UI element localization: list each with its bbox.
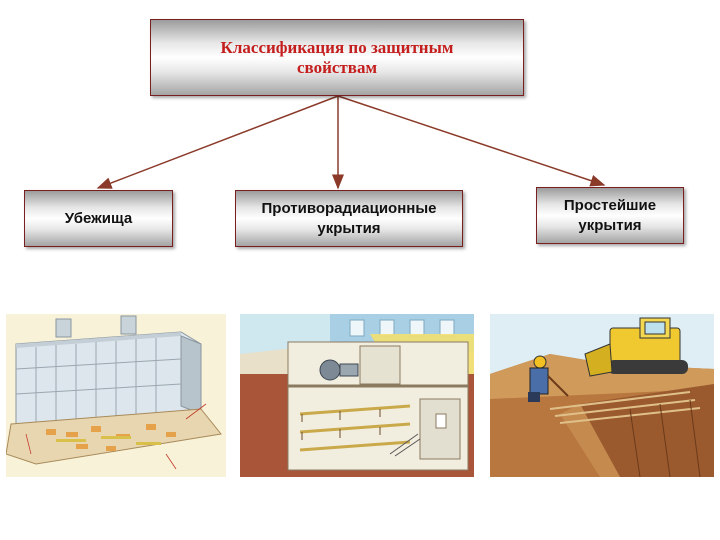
simple-shelter-illustration [490, 314, 714, 477]
node-anti-radiation: Противорадиационные укрытия [235, 190, 463, 247]
anti-radiation-illustration [240, 314, 474, 477]
arrow-to-shelters [96, 95, 339, 189]
node-simple: Простейшие укрытия [536, 187, 684, 244]
classification-root-box: Классификация по защитным свойствам [150, 19, 524, 96]
node-anti-radiation-line2: укрытия [317, 219, 381, 237]
node-shelters: Убежища [24, 190, 173, 247]
node-anti-radiation-line1: Противорадиационные [261, 199, 437, 217]
root-title-line2: свойствам [296, 57, 378, 77]
node-shelters-label: Убежища [64, 210, 133, 227]
root-title-line1: Классификация по защитным [220, 37, 454, 57]
node-simple-line1: Простейшие [563, 196, 657, 214]
shelter-illustration [6, 314, 226, 477]
arrow-to-simple [337, 95, 606, 187]
node-simple-line2: укрытия [578, 216, 642, 234]
